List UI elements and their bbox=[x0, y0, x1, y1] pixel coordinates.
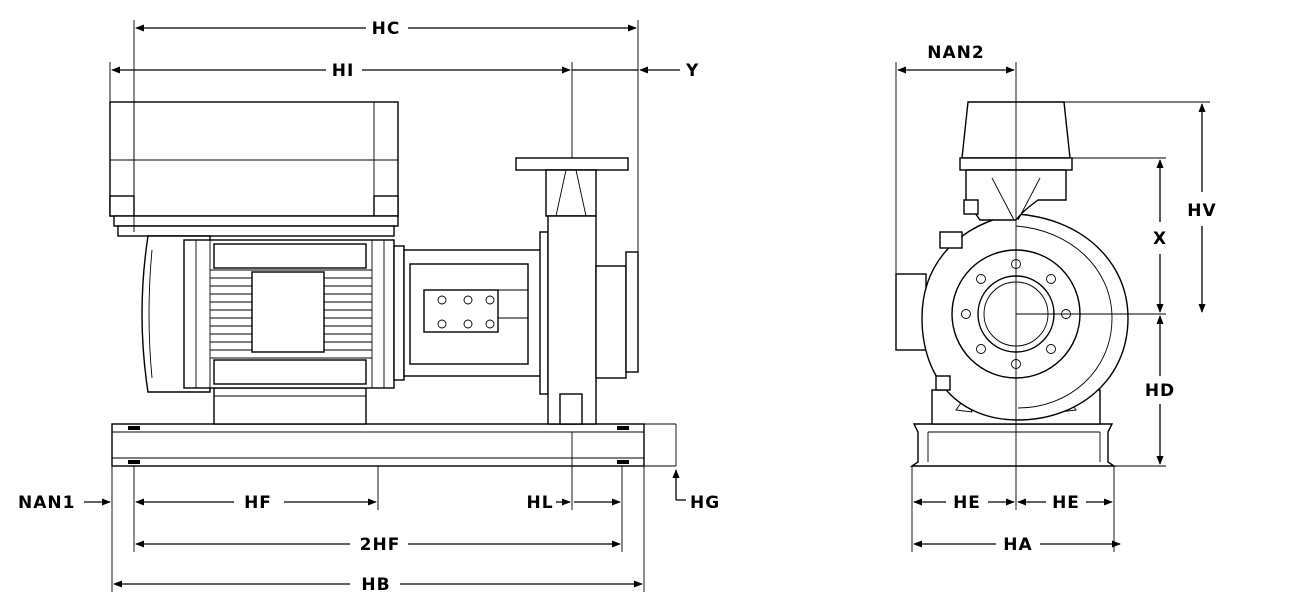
terminal-box bbox=[109, 101, 399, 237]
label-hf: HF bbox=[244, 493, 272, 513]
label-hc: HC bbox=[372, 19, 401, 39]
base-frame bbox=[111, 423, 677, 467]
label-nan1: NAN1 bbox=[18, 493, 75, 513]
label-hv: HV bbox=[1187, 201, 1216, 221]
label-hd: HD bbox=[1145, 381, 1175, 401]
label-he-left: HE bbox=[953, 493, 981, 513]
side-view-dimensions bbox=[84, 20, 686, 592]
label-x: X bbox=[1153, 229, 1167, 249]
label-ha: HA bbox=[1003, 535, 1032, 555]
coupling-lantern bbox=[403, 231, 549, 395]
pump-casing bbox=[515, 157, 639, 425]
side-view: HC HI Y NAN1 HF HL HG 2HF HB bbox=[18, 19, 720, 595]
motor-feet bbox=[213, 387, 367, 425]
motor-body bbox=[141, 235, 405, 393]
label-hi: HI bbox=[332, 61, 355, 81]
label-hg: HG bbox=[690, 493, 720, 513]
label-2hf: 2HF bbox=[360, 535, 401, 555]
end-view-dimensions bbox=[895, 62, 1210, 552]
label-y: Y bbox=[685, 61, 699, 81]
label-hl: HL bbox=[526, 493, 553, 513]
label-he-right: HE bbox=[1052, 493, 1080, 513]
label-nan2: NAN2 bbox=[927, 43, 984, 63]
label-hb: HB bbox=[361, 575, 390, 595]
end-view: NAN2 HV X HD HE HE HA bbox=[895, 43, 1216, 555]
